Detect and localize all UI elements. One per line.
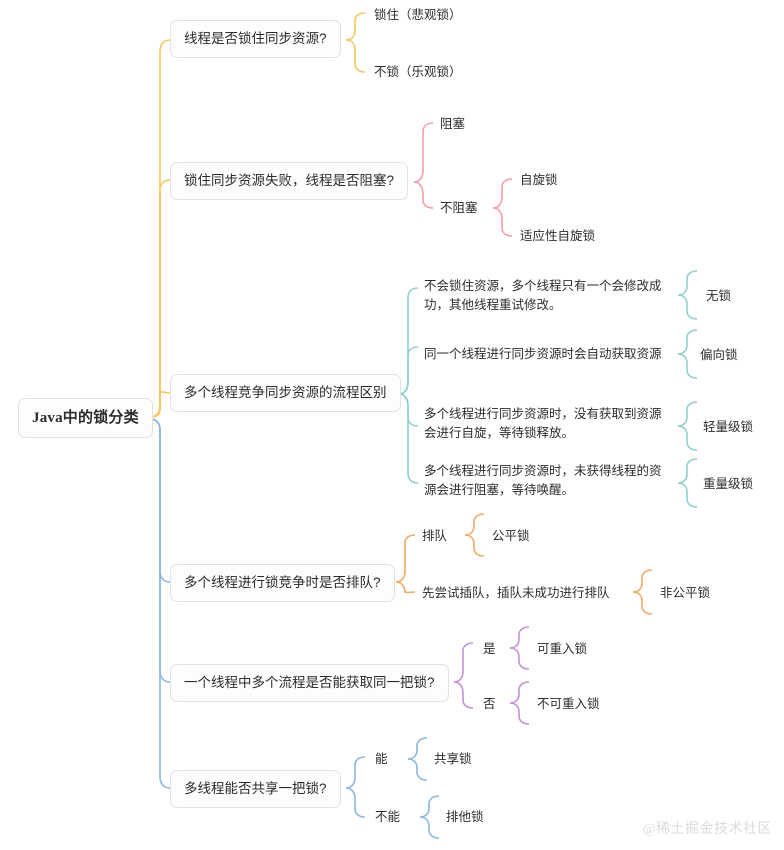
leaf-queue[interactable]: 排队 [422,529,448,543]
leaf-blocking[interactable]: 阻塞 [440,117,466,131]
branch-node-share-lock[interactable]: 多线程能否共享一把锁? [170,770,341,809]
leaf-no-lock[interactable]: 无锁 [706,289,732,303]
leaf-yes[interactable]: 是 [483,642,496,656]
branch-node-multi-thread-compete[interactable]: 多个线程竞争同步资源的流程区别 [170,374,401,413]
leaf-desc-heavyweight-lock[interactable]: 多个线程进行同步资源时，未获得线程的资源会进行阻塞，等待唤醒。 [424,464,662,498]
leaf-try-cut-queue[interactable]: 先尝试插队，插队未成功进行排队 [422,586,610,600]
leaf-non-blocking[interactable]: 不阻塞 [440,201,478,215]
leaf-exclusive-lock[interactable]: 排他锁 [446,810,484,824]
branch-label: 多个线程竞争同步资源的流程区别 [184,385,387,400]
branch-node-reentrant[interactable]: 一个线程中多个流程是否能获取同一把锁? [170,664,449,703]
watermark: @稀土掘金技术社区 [642,822,772,837]
leaf-desc-no-lock[interactable]: 不会锁住资源，多个线程只有一个会修改成功，其他线程重试修改。 [424,279,662,313]
branch-label: 多线程能否共享一把锁? [184,781,327,796]
branch-label: 多个线程进行锁竞争时是否排队? [184,575,381,590]
leaf-adaptive-spin-lock[interactable]: 适应性自旋锁 [520,229,596,243]
leaf-non-reentrant-lock[interactable]: 不可重入锁 [537,697,600,711]
leaf-cannot-share[interactable]: 不能 [375,810,401,824]
leaf-reentrant-lock[interactable]: 可重入锁 [537,642,588,656]
leaf-pessimistic-lock[interactable]: 锁住（悲观锁） [374,8,462,22]
branch-label: 线程是否锁住同步资源? [184,31,327,46]
leaf-shared-lock[interactable]: 共享锁 [434,752,472,766]
root-node[interactable]: Java中的锁分类 [18,398,153,439]
leaf-no[interactable]: 否 [483,697,496,711]
branch-node-lock-fail-block[interactable]: 锁住同步资源失败，线程是否阻塞? [170,162,409,201]
leaf-fair-lock[interactable]: 公平锁 [492,529,530,543]
branch-label: 一个线程中多个流程是否能获取同一把锁? [184,675,435,690]
leaf-lightweight-lock[interactable]: 轻量级锁 [703,420,754,434]
branch-label: 锁住同步资源失败，线程是否阻塞? [184,173,395,188]
leaf-heavyweight-lock[interactable]: 重量级锁 [703,477,754,491]
root-label: Java中的锁分类 [32,410,139,426]
leaf-optimistic-lock[interactable]: 不锁（乐观锁） [374,65,462,79]
leaf-can-share[interactable]: 能 [375,752,388,766]
branch-node-lock-sync-resource[interactable]: 线程是否锁住同步资源? [170,20,341,59]
leaf-spin-lock[interactable]: 自旋锁 [520,173,558,187]
leaf-desc-lightweight-lock[interactable]: 多个线程进行同步资源时，没有获取到资源会进行自旋，等待锁释放。 [424,407,662,441]
leaf-biased-lock[interactable]: 偏向锁 [700,348,738,362]
leaf-desc-biased-lock[interactable]: 同一个线程进行同步资源时会自动获取资源 [424,347,662,361]
leaf-nonfair-lock[interactable]: 非公平锁 [660,586,711,600]
branch-node-queue-on-contention[interactable]: 多个线程进行锁竞争时是否排队? [170,564,395,603]
